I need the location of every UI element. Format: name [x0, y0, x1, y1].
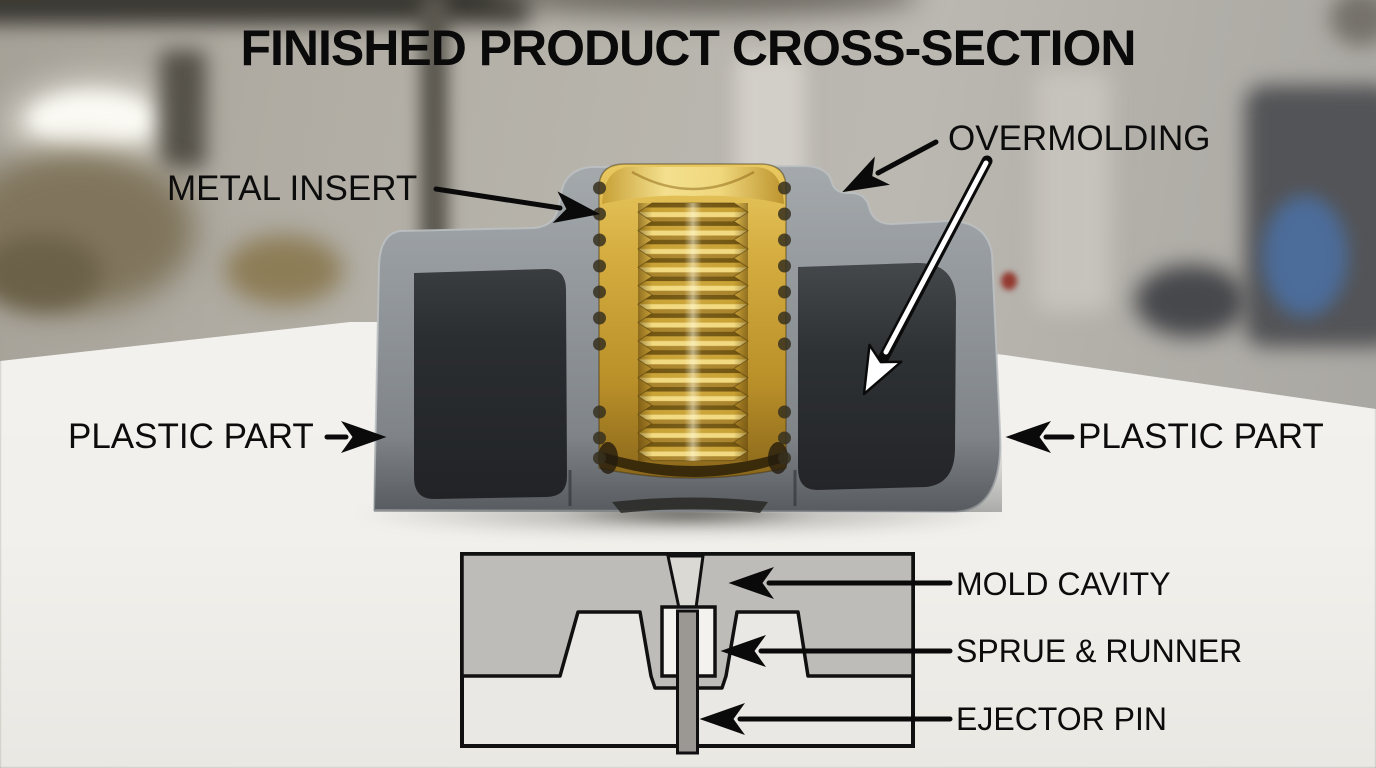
background-box-left — [0, 235, 102, 311]
left-cavity — [414, 268, 567, 499]
label-ejector-pin: EJECTOR PIN — [956, 701, 1167, 737]
label-sprue-runner: SPRUE & RUNNER — [956, 633, 1243, 669]
ejector-pin-shape — [676, 609, 699, 755]
metal-insert-arrow — [433, 186, 601, 224]
overmolding-arrow-long — [862, 155, 993, 396]
brass-insert — [593, 163, 791, 479]
label-overmolding: OVERMOLDING — [948, 119, 1211, 158]
annotation-arrows — [324, 139, 1075, 736]
background-light-pillar — [1035, 70, 1111, 312]
background-ceiling-shadow-2 — [490, 0, 920, 16]
mold-inset-diagram — [460, 552, 915, 755]
background-ceiling-light — [28, 92, 156, 148]
overmolding-arrow-top — [842, 139, 939, 193]
foot-arch-shadow — [612, 497, 768, 513]
background-box-mid — [225, 235, 343, 305]
bore-sheen — [638, 203, 748, 461]
label-plastic-part-left: PLASTIC PART — [68, 417, 314, 456]
knurl-shadow-left — [598, 442, 618, 474]
background-dark-panel — [160, 50, 206, 168]
label-metal-insert: METAL INSERT — [167, 169, 418, 208]
brass-bottom-seam — [602, 452, 784, 477]
countersink-arc — [631, 170, 755, 191]
background-machine-arm — [1135, 265, 1247, 337]
knurl-notches — [593, 181, 791, 465]
label-plastic-part-right: PLASTIC PART — [1078, 417, 1324, 456]
page-title: FINISHED PRODUCT CROSS-SECTION — [240, 20, 1136, 76]
background-red-dot — [1001, 272, 1017, 290]
background-machine-blue — [1262, 195, 1348, 317]
label-mold-cavity: MOLD CAVITY — [956, 566, 1171, 602]
brass-top-face — [602, 167, 784, 204]
